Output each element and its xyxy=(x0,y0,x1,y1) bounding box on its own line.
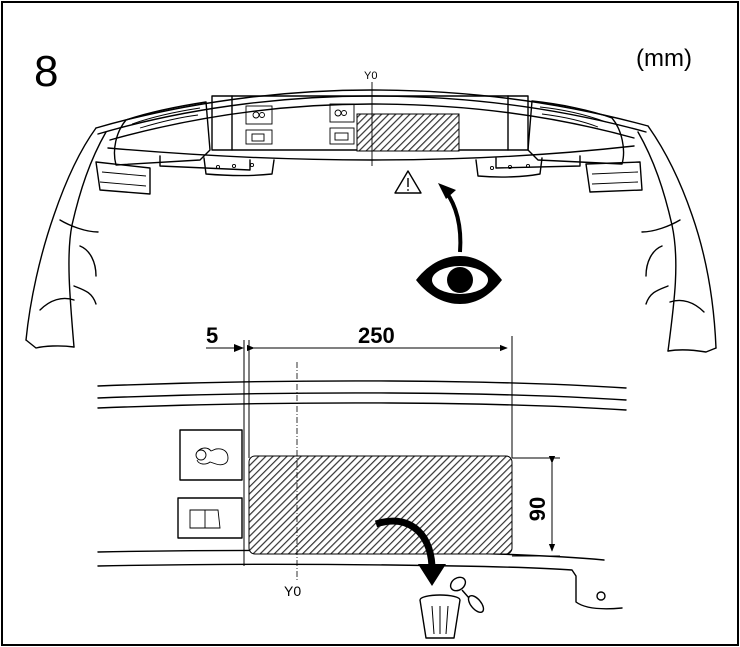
clip-icon xyxy=(449,576,485,614)
centerline-label-top: Y0 xyxy=(364,70,377,82)
trash-bin-icon xyxy=(419,594,461,639)
dimension-offset: 5 xyxy=(206,323,218,348)
hatched-area-detail xyxy=(248,455,513,555)
warning-triangle-icon xyxy=(394,170,422,194)
removal-arrow xyxy=(374,517,436,567)
step-number: 8 xyxy=(34,47,58,96)
hatched-area-top xyxy=(356,113,460,152)
centerline-label-detail: Y0 xyxy=(284,583,301,599)
unit-label: (mm) xyxy=(636,45,692,72)
dimension-width: 250 xyxy=(358,323,395,348)
eye-icon xyxy=(416,256,502,304)
bumper-top-view xyxy=(25,89,717,353)
dimension-height: 90 xyxy=(525,497,550,521)
